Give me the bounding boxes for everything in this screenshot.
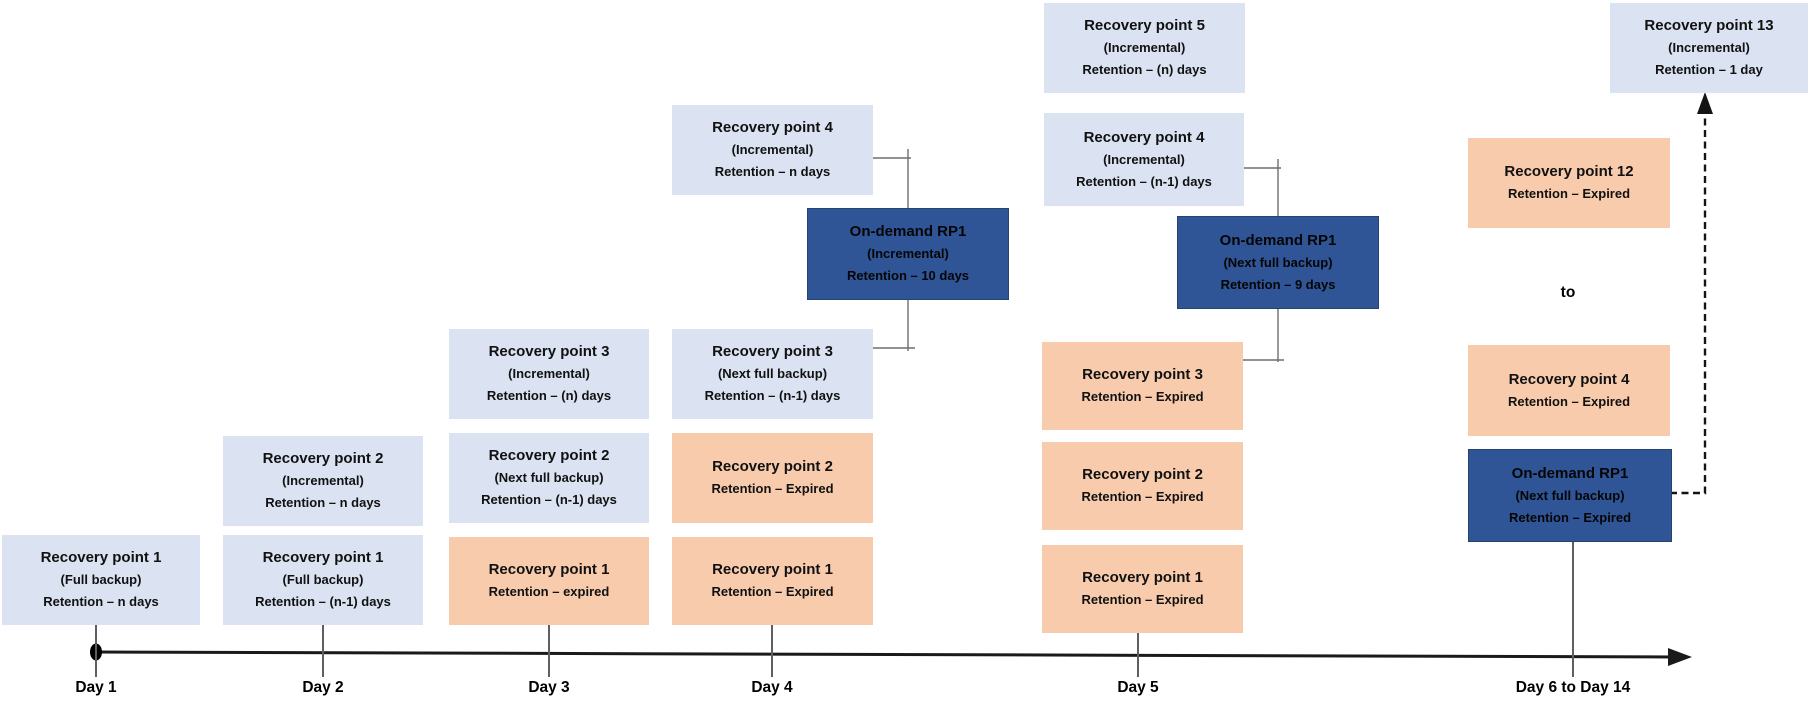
box-day2-rp1: Recovery point 1 (Full backup) Retention –… <box>223 535 423 625</box>
box-line: Retention – (n) days <box>486 388 612 403</box>
box-title: Recovery point 2 <box>262 450 384 467</box>
dashed-promotion-arrow <box>1670 112 1707 495</box>
day-label: Day 4 <box>751 679 793 696</box>
box-title: Recovery point 1 <box>1082 569 1203 586</box>
box-title: Recovery point 1 <box>40 549 162 566</box>
box-day5-rp3: Recovery point 3 Retention – Expired <box>1042 342 1243 430</box>
timeline-arrowhead-icon <box>1668 648 1692 666</box>
box-day3-rp2: Recovery point 2 (Next full backup) Retent… <box>449 433 649 523</box>
box-line: Retention – n days <box>265 495 381 510</box>
box-rp13: Recovery point 13 (Incremental) Retention … <box>1610 3 1808 93</box>
box-line: Retention – 9 days <box>1220 276 1336 292</box>
timeline-tick-stem <box>771 625 773 677</box>
day-label: Day 6 to Day 14 <box>1515 679 1631 696</box>
box-line: (Incremental) <box>731 142 814 157</box>
box-line: (Incremental) <box>1668 40 1750 55</box>
box-line: Retention – expired <box>488 584 610 599</box>
connector-line <box>872 149 911 208</box>
box-day4-rp2: Recovery point 2 Retention – Expired <box>672 433 873 523</box>
box-line: Retention – Expired <box>1081 592 1204 607</box>
box-day2-rp2: Recovery point 2 (Incremental) Retention –… <box>223 436 423 526</box>
box-line: Retention – (n-1) days <box>1076 173 1212 189</box>
box-title: Recovery point 12 <box>1504 163 1634 180</box>
box-line: (Next full backup) <box>1515 487 1625 503</box>
box-day5-rp2: Recovery point 2 Retention – Expired <box>1042 442 1243 530</box>
box-line: Retention – Expired <box>1508 509 1632 525</box>
timeline-axis <box>95 650 1673 659</box>
timeline-tick-stem <box>95 625 97 677</box>
box-title: Recovery point 2 <box>712 458 833 475</box>
box-line: (Incremental) <box>1103 151 1185 167</box>
connector-line <box>873 298 915 351</box>
box-line: (Incremental) <box>282 473 364 488</box>
box-line: (Next full backup) <box>494 470 604 485</box>
box-day4-ondemand-rp1: On-demand RP1 (Incremental) Retention – 10… <box>807 208 1009 300</box>
day-label: Day 1 <box>75 679 117 696</box>
box-line: (Full backup) <box>60 572 142 587</box>
box-title: Recovery point 2 <box>488 447 610 464</box>
box-day6-rp12: Recovery point 12 Retention – Expired <box>1468 138 1670 228</box>
box-title: Recovery point 13 <box>1644 17 1774 34</box>
box-day1-rp1: Recovery point 1 (Full backup) Retention –… <box>2 535 200 625</box>
box-day3-rp1: Recovery point 1 Retention – expired <box>449 537 649 625</box>
timeline-tick-stem <box>322 625 324 677</box>
day-label: Day 3 <box>528 679 570 696</box>
box-title: Recovery point 3 <box>712 343 833 360</box>
box-title: Recovery point 4 <box>712 119 833 136</box>
box-title: Recovery point 4 <box>1083 128 1205 146</box>
box-line: Retention – Expired <box>711 584 834 599</box>
box-title: Recovery point 1 <box>712 561 833 578</box>
box-title: Recovery point 3 <box>1082 366 1203 383</box>
box-line: Retention – Expired <box>1081 489 1204 504</box>
box-line: Retention – (n-1) days <box>255 594 391 609</box>
box-line: Retention – 1 day <box>1655 62 1763 77</box>
box-day5-rp4: Recovery point 4 (Incremental) Retention –… <box>1044 113 1244 206</box>
box-title: Recovery point 3 <box>488 343 610 360</box>
box-day5-ondemand-rp1: On-demand RP1 (Next full backup) Retention… <box>1177 216 1379 309</box>
box-line: (Incremental) <box>867 246 949 261</box>
box-title: Recovery point 2 <box>1082 466 1203 483</box>
box-line: Retention – Expired <box>1507 393 1631 409</box>
box-line: Retention – (n) days <box>1082 62 1207 77</box>
timeline-tick-stem <box>1137 633 1139 677</box>
box-title: Recovery point 4 <box>1508 370 1630 388</box>
box-line: (Next full backup) <box>1223 254 1333 270</box>
box-title: On-demand RP1 <box>849 223 967 240</box>
box-line: (Next full backup) <box>717 366 828 381</box>
day-label: Day 5 <box>1117 679 1159 696</box>
box-title: Recovery point 5 <box>1084 17 1205 34</box>
box-line: Retention – Expired <box>1081 389 1204 404</box>
to-label: to <box>1560 284 1576 301</box>
box-line: (Incremental) <box>508 366 590 381</box>
box-title: Recovery point 1 <box>488 561 610 578</box>
box-line: Retention – Expired <box>1507 186 1631 201</box>
box-line: Retention – Expired <box>711 481 834 496</box>
box-day5-rp1: Recovery point 1 Retention – Expired <box>1042 545 1243 633</box>
box-day3-rp3: Recovery point 3 (Incremental) Retention –… <box>449 329 649 419</box>
box-line: Retention – 10 days <box>846 268 970 283</box>
box-line: (Incremental) <box>1103 40 1186 55</box>
timeline-tick-stem <box>548 625 550 677</box>
box-day6-rp4: Recovery point 4 Retention – Expired <box>1468 345 1670 436</box>
box-title: On-demand RP1 <box>1219 231 1337 249</box>
timeline-tick-stem <box>1572 540 1574 677</box>
box-line: Retention – n days <box>714 164 831 179</box>
dashed-arrowhead-icon <box>1697 92 1713 114</box>
connector-line <box>1243 307 1284 362</box>
box-day4-rp1: Recovery point 1 Retention – Expired <box>672 537 873 625</box>
box-day4-rp4: Recovery point 4 (Incremental) Retention –… <box>672 105 873 195</box>
day-label: Day 2 <box>302 679 344 696</box>
box-title: On-demand RP1 <box>1511 464 1629 482</box>
box-line: Retention – (n-1) days <box>704 388 841 403</box>
connector-line <box>1244 159 1281 216</box>
box-title: Recovery point 1 <box>262 549 384 566</box>
box-line: Retention – (n-1) days <box>481 492 617 507</box>
box-day4-rp3: Recovery point 3 (Next full backup) Retent… <box>672 329 873 419</box>
box-line: (Full backup) <box>282 572 364 587</box>
box-day5-rp5: Recovery point 5 (Incremental) Retention –… <box>1044 3 1245 93</box>
box-line: Retention – n days <box>43 594 159 609</box>
box-day6-ondemand-rp1: On-demand RP1 (Next full backup) Retention… <box>1468 449 1672 542</box>
